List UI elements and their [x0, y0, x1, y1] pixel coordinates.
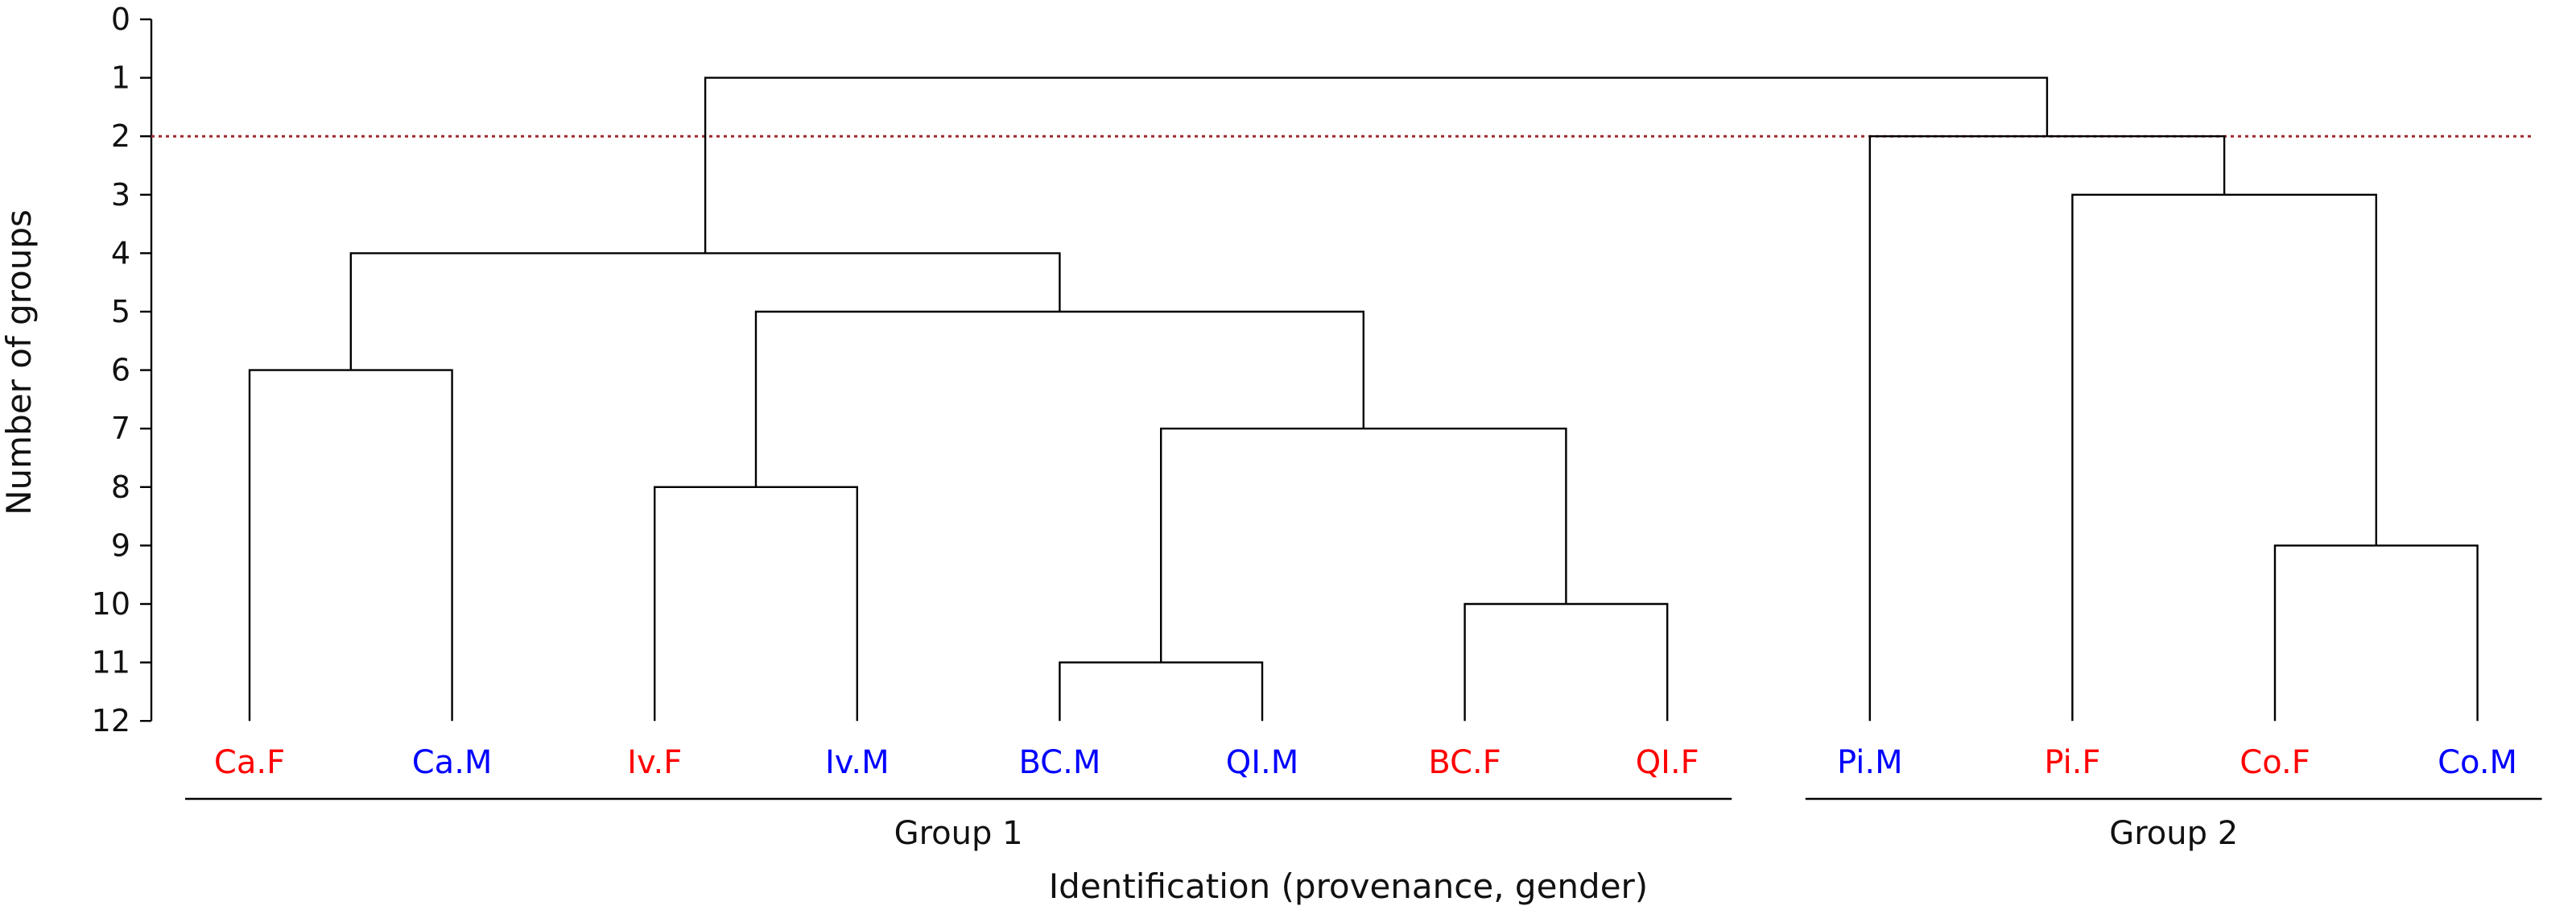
merge-link-m5	[754, 310, 1364, 487]
y-tick-label: 12	[92, 703, 130, 738]
leaf-label-co-m: Co.M	[2438, 744, 2517, 781]
merge-link-m2	[1868, 135, 2226, 722]
group-label-group-2: Group 2	[2109, 815, 2238, 852]
leaf-label-co-f: Co.F	[2240, 744, 2310, 781]
group-label-group-1: Group 1	[894, 815, 1023, 852]
y-axis-title: Number of groups	[0, 209, 39, 515]
merge-link-m3	[2071, 193, 2377, 722]
merge-link-m10	[1463, 602, 1669, 722]
y-tick-label: 4	[111, 235, 130, 271]
leaf-label-pi-f: Pi.F	[2044, 744, 2100, 781]
leaf-label-pi-m: Pi.M	[1837, 744, 1903, 781]
leaf-label-iv-m: Iv.M	[825, 744, 890, 781]
y-tick-label: 9	[111, 527, 130, 563]
merge-link-m6	[248, 369, 453, 722]
y-tick-label: 8	[111, 469, 130, 505]
y-tick-label: 3	[111, 177, 130, 213]
y-tick-label: 10	[92, 586, 130, 622]
y-tick-label: 6	[111, 353, 130, 388]
leaf-label-bc-m: BC.M	[1018, 744, 1100, 781]
leaf-label-ca-f: Ca.F	[214, 744, 285, 781]
leaf-labels: Ca.F Ca.M Iv.F Iv.M BC.M QI.M BC.F QI.F Pi.M Pi.F…	[214, 744, 2517, 781]
leaf-label-qi-m: QI.M	[1226, 744, 1299, 781]
leaf-label-iv-f: Iv.F	[627, 744, 682, 781]
dendrogram-tree	[248, 77, 2479, 722]
merge-link-m9	[2273, 544, 2479, 722]
merge-link-m8	[654, 486, 858, 722]
group-brackets: Group 1 Group 2	[185, 797, 2542, 852]
leaf-label-ca-m: Ca.M	[412, 744, 493, 781]
leaf-label-bc-f: BC.F	[1428, 744, 1501, 781]
merge-link-m11	[1059, 661, 1264, 722]
y-tick-label: 2	[111, 118, 130, 154]
y-tick-label: 11	[92, 645, 130, 680]
y-tick-label: 7	[111, 411, 130, 446]
merge-link-m7	[1160, 428, 1567, 663]
y-tick-label: 5	[111, 294, 130, 329]
y-tick-label: 0	[111, 2, 130, 37]
y-tick-label: 1	[111, 60, 130, 96]
merge-link-m1	[704, 77, 2049, 254]
x-axis-title: Identification (provenance, gender)	[1049, 867, 1648, 906]
leaf-label-qi-f: QI.F	[1636, 744, 1699, 781]
